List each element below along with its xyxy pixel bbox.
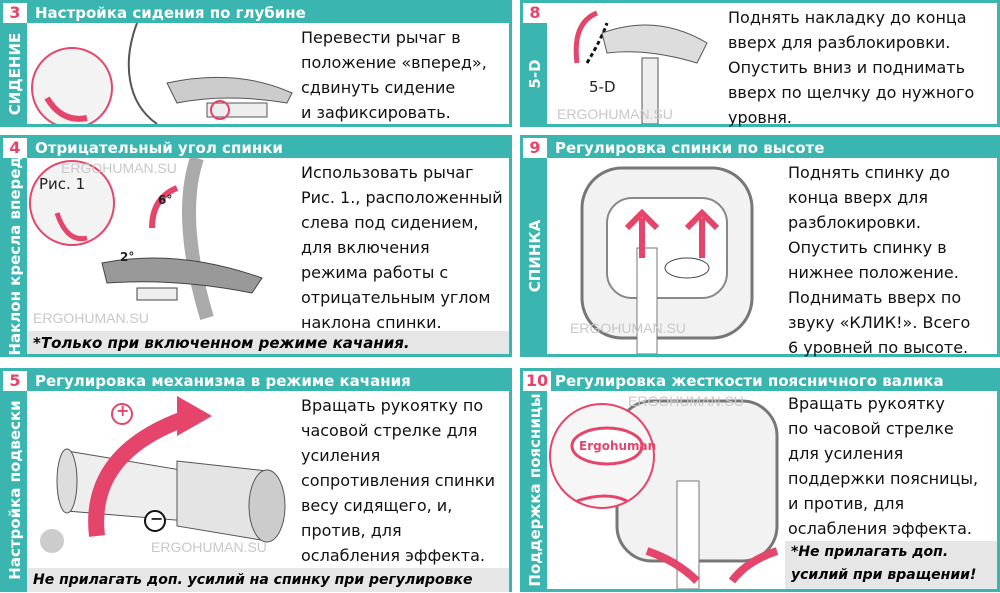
warning-note: *Не прилагать доп.усилий при вращении! bbox=[785, 541, 997, 589]
5d-label: 5-D bbox=[589, 78, 616, 96]
step-number: 3 bbox=[3, 3, 27, 23]
side-label: 5-D bbox=[523, 23, 547, 124]
step-number: 5 bbox=[3, 371, 27, 391]
lumbar-illustration bbox=[547, 391, 783, 590]
step-number: 9 bbox=[523, 138, 547, 158]
watermark: ERGOHUMAN.SU bbox=[33, 310, 149, 326]
backrest-illustration bbox=[547, 158, 783, 355]
step-number: 4 bbox=[3, 138, 27, 158]
panel-title: Регулировка спинки по высоте bbox=[523, 138, 997, 158]
step-number: 10 bbox=[523, 371, 551, 391]
warning-note: Не прилагать доп. усилий на спинку при р… bbox=[27, 568, 509, 592]
angle-label: 6° bbox=[158, 193, 173, 207]
side-label: СПИНКА bbox=[523, 158, 547, 354]
figure-label: Рис. 1 bbox=[39, 175, 86, 193]
side-label: СИДЕНИЕ bbox=[3, 23, 27, 124]
watermark: ERGOHUMAN.SU bbox=[151, 539, 267, 555]
panel-title: Отрицательный угол спинки bbox=[3, 138, 509, 158]
side-label: Наклон кресла вперед bbox=[3, 156, 27, 356]
step-number: 8 bbox=[523, 3, 547, 23]
minus-icon: − bbox=[150, 509, 164, 528]
angle-label: 2° bbox=[120, 250, 135, 264]
seat-depth-illustration bbox=[27, 22, 293, 129]
warning-note: *Только при включенном режиме качания. bbox=[27, 331, 509, 354]
panel-back-height: 9 Регулировка спинки по высоте СПИНКА ER… bbox=[520, 135, 1000, 357]
watermark: ERGOHUMAN.SU bbox=[570, 320, 686, 336]
armrest-illustration bbox=[547, 3, 717, 125]
watermark: ERGOHUMAN.SU bbox=[557, 106, 673, 122]
panel-title: Регулировка механизма в режиме качания bbox=[3, 371, 509, 391]
panel-seat-depth: 3 Настройка сидения по глубине СИДЕНИЕ П… bbox=[0, 0, 512, 129]
tilt-illustration bbox=[27, 155, 293, 328]
watermark: ERGOHUMAN.SU bbox=[628, 393, 744, 409]
panel-title: Регулировка жесткости поясничного валика bbox=[523, 371, 997, 391]
panel-lumbar-support: 10 Регулировка жесткости поясничного вал… bbox=[520, 368, 1000, 592]
plus-icon: + bbox=[116, 401, 130, 420]
panel-title: Настройка сидения по глубине bbox=[3, 3, 509, 23]
tension-knob-illustration bbox=[27, 391, 293, 566]
panel-5d-armrest: 8 5-D 5-D ERGOHUMAN.SU Поднять накладку … bbox=[520, 0, 1000, 127]
side-label: Настройка подвески bbox=[3, 391, 27, 589]
side-label: Поддержка поясницы bbox=[523, 391, 547, 589]
panel-negative-tilt: 4 Отрицательный угол спинки Наклон кресл… bbox=[0, 135, 512, 357]
watermark: ERGOHUMAN.SU bbox=[61, 160, 177, 176]
panel-tilt-tension: 5 Регулировка механизма в режиме качания… bbox=[0, 368, 512, 592]
brand-label: Ergohuman bbox=[579, 439, 657, 453]
